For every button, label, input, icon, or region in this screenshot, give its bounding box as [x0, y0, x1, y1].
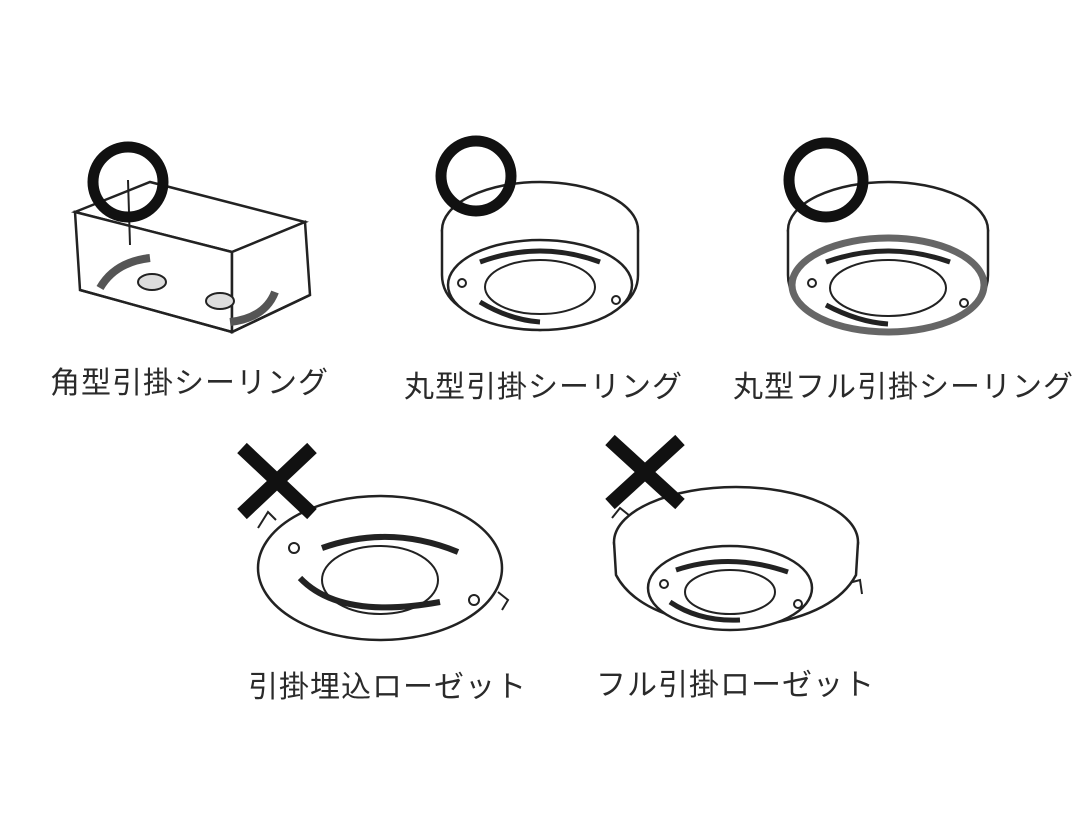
label-round-ceiling: 丸型引掛シーリング	[404, 370, 683, 405]
label-full-rosette: フル引掛ローゼット	[596, 668, 875, 703]
label-flush-rosette: 引掛埋込ローゼット	[248, 670, 527, 705]
label-full-round-ceiling: 丸型フル引掛シーリング	[733, 370, 1074, 405]
label-square-ceiling: 角型引掛シーリング	[50, 366, 329, 401]
